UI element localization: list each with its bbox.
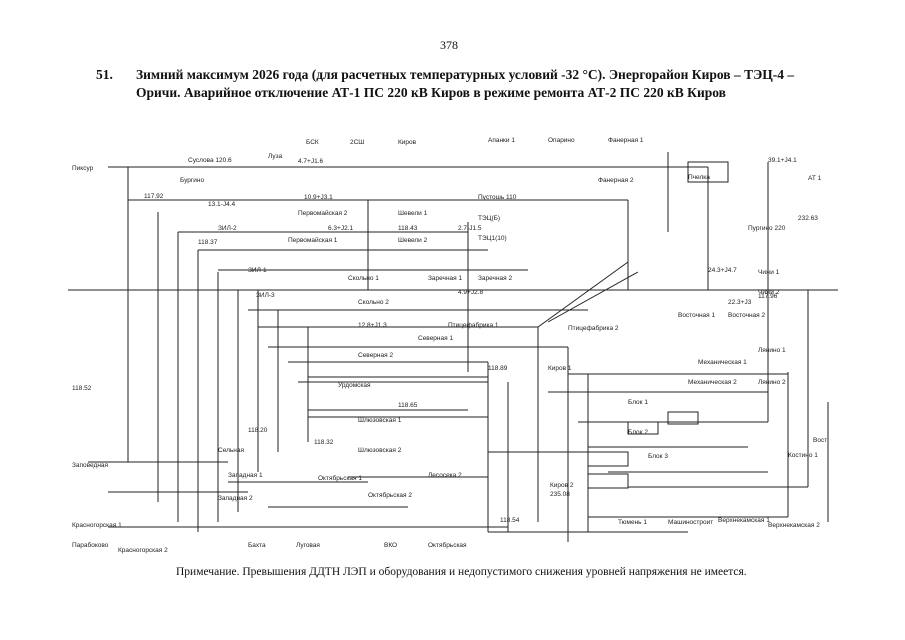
label-blok2: Блок 2 — [628, 429, 648, 436]
label-zapadnaya: Западная 1 — [228, 472, 263, 479]
label-tec2: ТЭЦ(Б) — [478, 215, 500, 222]
label-flow-4: 6.3+J2.1 — [328, 225, 354, 232]
label-flow-8: 22.3+J3 — [728, 299, 752, 306]
label-flow-10: 4.9+J2.8 — [458, 289, 484, 296]
label-kostino: Костино 1 — [788, 452, 818, 459]
label-luza: Луза — [268, 153, 283, 160]
label-mekhan1: Механическая 1 — [698, 359, 747, 366]
label-furmanov2: Фанерная 2 — [598, 177, 634, 184]
label-blok1: Блок 1 — [628, 399, 648, 406]
label-voltage-2: 118.37 — [198, 239, 218, 246]
label-v2k: 2СШ — [350, 139, 364, 146]
label-selnaya: Сельная — [218, 447, 244, 454]
label-blok3: Блок 3 — [648, 453, 668, 460]
label-zarechnaya1: Заречная 1 — [428, 275, 462, 282]
label-lugovaya: Луговая — [296, 542, 320, 549]
label-pticefabrika: Птицефабрика 1 — [448, 321, 499, 329]
label-verkhnevyatka: Верхнекамская 1 — [718, 517, 770, 524]
label-pervomayskaya1: Первомайская 1 — [288, 236, 338, 244]
label-voltage-6: 118.52 — [72, 385, 92, 392]
label-flow-9: 2.7-J1.5 — [458, 225, 482, 232]
label-shlyuz2: Шлюзовская 2 — [358, 447, 402, 454]
label-mekhan2: Механическая 2 — [688, 379, 737, 386]
label-zil2: ЗИЛ-2 — [218, 225, 237, 232]
label-voltage-9: 118.32 — [314, 439, 334, 446]
label-severnaya2: Северная 2 — [358, 352, 393, 359]
label-suslovka: Суслова 120.6 — [188, 157, 232, 164]
label-voltage-4: 118.65 — [398, 402, 418, 409]
label-furmanov: Фанерная 1 — [608, 137, 644, 144]
label-kirov2-voltage: 235.08 — [550, 491, 570, 498]
label-verkhnevyatka2: Верхнекамская 2 — [768, 522, 820, 529]
label-kirov1: Киров 1 — [548, 365, 572, 372]
label-vostochnaya1: Восточная 1 — [678, 312, 715, 319]
label-pticefabrika2: Птицефабрика 2 — [568, 324, 619, 332]
label-lesosek: Лесосека 2 — [428, 472, 462, 479]
power-network-diagram: Суслова 120.6 Пиксур Луза БСК 2СШ Киров … — [68, 122, 838, 562]
label-pervomayskaya: Первомайская 2 — [298, 209, 348, 217]
page-number: 378 — [440, 38, 458, 52]
footnote: Примечание. Превышения ДДТН ЛЭП и оборуд… — [176, 566, 747, 578]
label-zapovednaya: Заповедная — [72, 462, 109, 469]
label-burgino: Бургино — [180, 177, 205, 184]
label-flow-2: 13.1-J4.4 — [208, 201, 235, 208]
label-tec1: ТЭЦ1(10) — [478, 235, 507, 242]
label-voltage-8: 118.20 — [248, 427, 268, 434]
section-heading: 51. Зимний максимум 2026 года (для расче… — [96, 66, 836, 102]
label-voltage-5: 118.89 — [488, 365, 508, 372]
label-parabokovo: Парабоково — [72, 541, 109, 549]
label-voltage-10: 118.54 — [500, 517, 520, 524]
label-oktyabrsk: Октябрьская — [428, 541, 467, 549]
label-skolno1: Скольно 1 — [348, 275, 379, 282]
label-oparino: Опарино — [548, 137, 575, 144]
label-zil3: ЗИЛ-3 — [256, 292, 275, 299]
label-tyumen1: Тюмень 1 — [618, 519, 647, 526]
label-chizhi1: Чижи 1 — [758, 269, 780, 276]
label-mashinostr: Машиностроит — [668, 519, 713, 526]
diagram-labels: Суслова 120.6 Пиксур Луза БСК 2СШ Киров … — [72, 137, 827, 554]
label-pikstrup: Пиксур — [72, 165, 94, 172]
label-lyanino2: Лянино 2 — [758, 379, 786, 386]
label-urdomskaya: Урдомская — [338, 382, 371, 389]
label-vko: ВКО — [384, 542, 397, 549]
label-severnaya1: Северная 1 — [418, 335, 453, 342]
label-apanyn: Апанки 1 — [488, 137, 515, 144]
label-flow-6: 24.3+J4.7 — [708, 267, 737, 274]
label-shevely2: Шевели 2 — [398, 237, 428, 244]
label-skolno2: Скольно 2 — [358, 299, 389, 306]
label-pustoshka: Пустошь 110 — [478, 194, 517, 201]
label-oktyabrsk1: Октябрьская 1 — [318, 474, 362, 482]
network-schematic: Суслова 120.6 Пиксур Луза БСК 2СШ Киров … — [68, 137, 838, 554]
label-kirov2: Киров 2 — [550, 482, 574, 489]
label-zapadnaya2: Западная 2 — [218, 495, 253, 502]
label-purgino-220-voltage: 232.63 — [798, 215, 818, 222]
label-bakta: Бахта — [248, 542, 266, 549]
diagram-wiring — [68, 152, 838, 542]
label-flow-5: 39.1+J4.1 — [768, 157, 797, 164]
label-chizhi2: Чижи 2 — [758, 289, 780, 296]
label-flow-1: 4.7+J1.6 — [298, 158, 324, 165]
label-zarechnaya2: Заречная 2 — [478, 275, 512, 282]
label-voltage-7: 117.96 — [758, 293, 778, 300]
label-voltage-1: 117.92 — [144, 193, 164, 200]
label-flow-7: 12.8+J1.3 — [358, 322, 387, 329]
label-vostoch: Вост — [813, 437, 827, 444]
label-voltage-3: 118.43 — [398, 225, 418, 232]
label-at1: АТ 1 — [808, 175, 822, 182]
label-krasnogorskaya2: Красногорская 2 — [118, 547, 168, 554]
label-byvk: БСК — [306, 139, 319, 146]
label-oktyabrsk2: Октябрьская 2 — [368, 491, 412, 499]
label-vostochnaya2: Восточная 2 — [728, 312, 765, 319]
label-krasnogorskaya: Красногорская 1 — [72, 522, 122, 529]
label-shevely1: Шевели 1 — [398, 210, 428, 217]
section-number: 51. — [96, 67, 113, 82]
section-title: Зимний максимум 2026 года (для расчетных… — [136, 67, 795, 100]
label-zil1: ЗИЛ-1 — [248, 267, 267, 274]
label-lyanino1: Лянино 1 — [758, 347, 786, 354]
label-flow-3: 10.9+J3.1 — [304, 194, 333, 201]
label-pchelka: Пчелка — [688, 174, 710, 181]
label-kirov: Киров — [398, 139, 417, 146]
label-shlyuz1: Шлюзовская 1 — [358, 417, 402, 424]
label-purgino-220: Пургино 220 — [748, 225, 786, 232]
